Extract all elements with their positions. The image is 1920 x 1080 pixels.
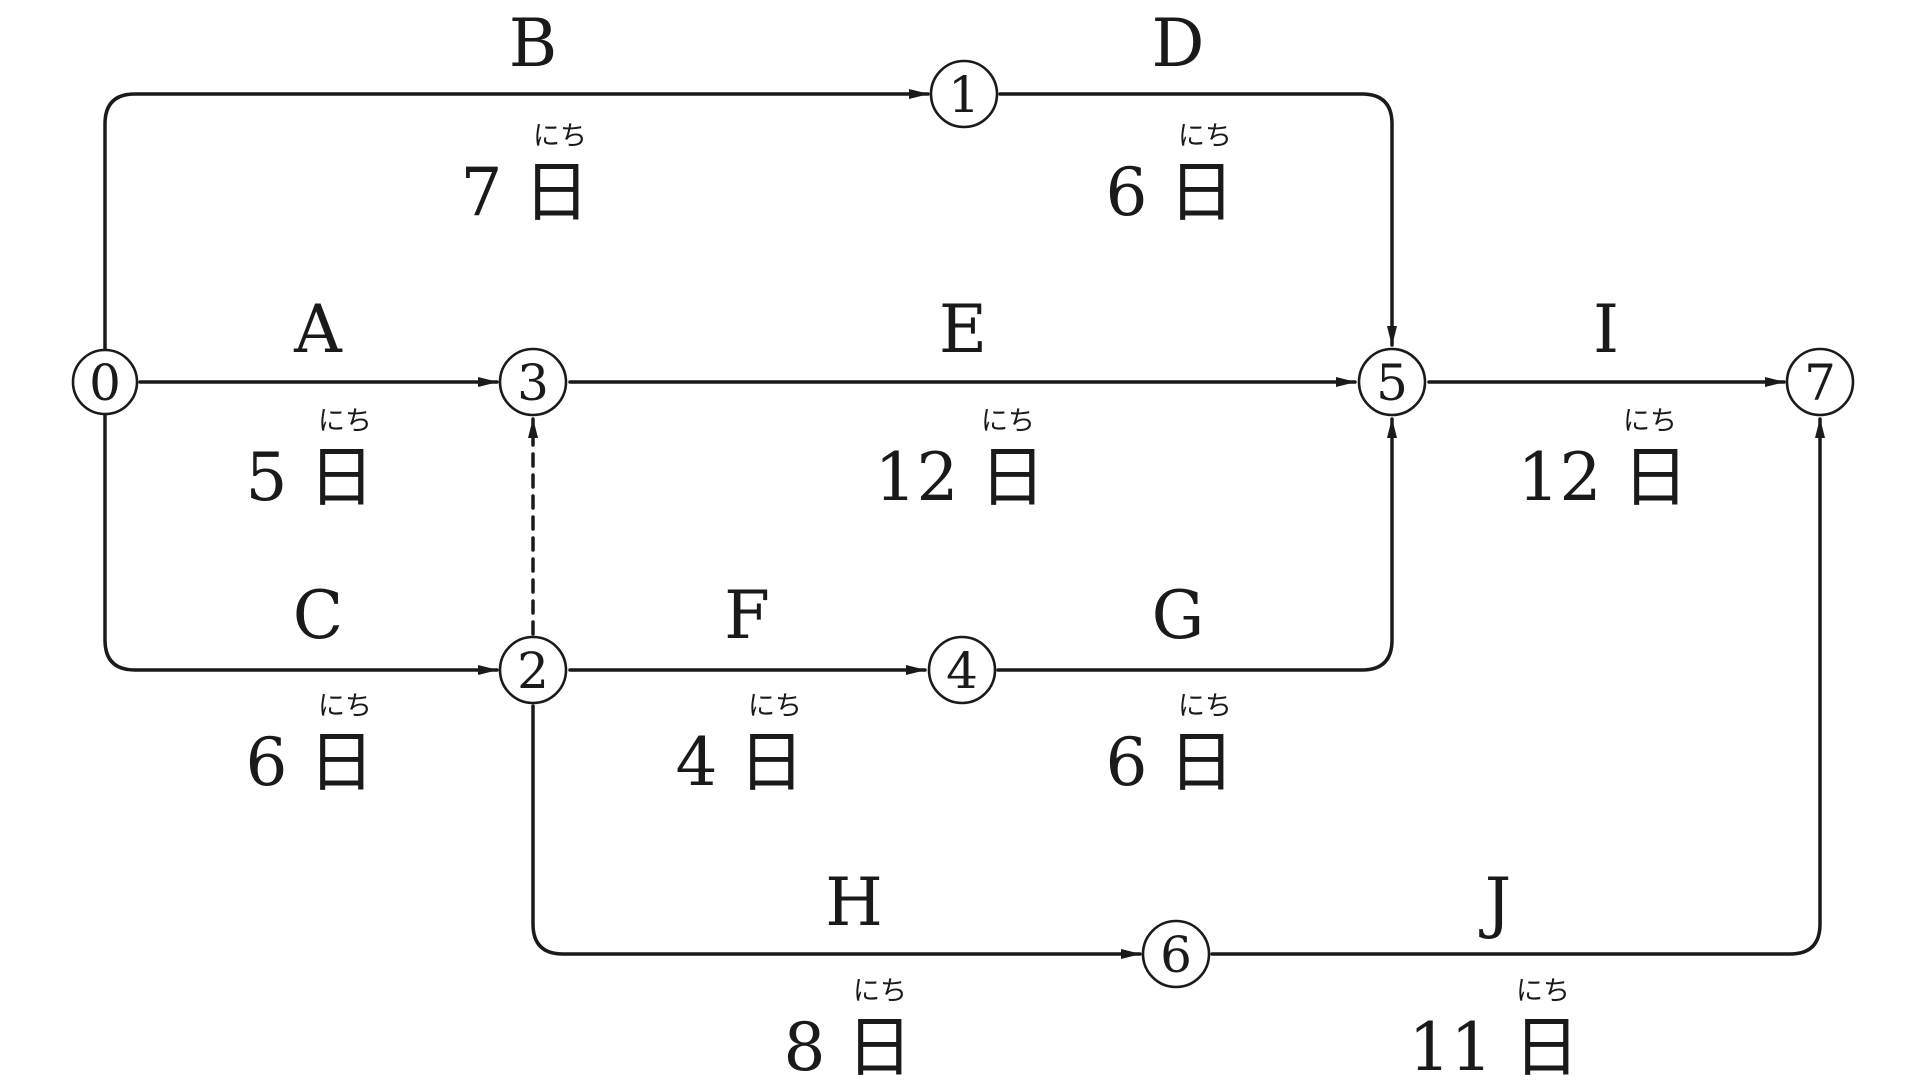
nodes: 0 1 2 3 4 5 6 7 — [71, 59, 1855, 989]
activity-duration-E: 12 日 — [875, 439, 1046, 516]
activity-duration-C: 6 日 — [246, 724, 375, 801]
activity-duration-H: 8 日 — [784, 1009, 913, 1080]
node-label: 5 — [1376, 354, 1408, 412]
activity-ruby-F: にち — [748, 691, 802, 722]
activity-ruby-A: にち — [318, 406, 372, 437]
activity-ruby-H: にち — [853, 976, 907, 1007]
activity-letter-D: D — [1152, 5, 1205, 82]
activity-labels: A にち 5 日 B にち 7 日 C にち 6 日 D にち 6 日 E にち… — [246, 5, 1689, 1080]
edge-J — [1210, 417, 1825, 956]
node-0: 0 — [71, 348, 139, 416]
activity-letter-H: H — [825, 864, 883, 941]
node-5: 5 — [1357, 347, 1427, 417]
node-label: 7 — [1804, 354, 1836, 412]
edge-C — [103, 410, 499, 675]
activity-duration-I: 12 日 — [1518, 439, 1689, 516]
node-label: 4 — [946, 642, 978, 700]
activity-ruby-D: にち — [1178, 121, 1232, 152]
node-label: 3 — [517, 354, 549, 412]
activity-letter-G: G — [1152, 577, 1205, 654]
node-1: 1 — [929, 59, 999, 129]
activity-duration-G: 6 日 — [1106, 724, 1235, 801]
node-label: 1 — [948, 66, 980, 124]
activity-duration-A: 5 日 — [246, 439, 375, 516]
activity-letter-A: A — [293, 291, 343, 368]
activity-duration-J: 11 日 — [1409, 1009, 1580, 1080]
activity-ruby-J: にち — [1516, 976, 1570, 1007]
node-3: 3 — [498, 347, 568, 417]
node-4: 4 — [927, 635, 997, 705]
activity-duration-B: 7 日 — [461, 154, 590, 231]
activity-letter-I: I — [1593, 291, 1619, 368]
node-2: 2 — [498, 635, 568, 705]
activity-duration-D: 6 日 — [1106, 154, 1235, 231]
activity-letter-E: E — [939, 291, 987, 368]
activity-ruby-G: にち — [1178, 691, 1232, 722]
edges — [103, 89, 1825, 959]
edge-H — [531, 704, 1142, 959]
activity-letter-B: B — [509, 5, 558, 82]
activity-ruby-B: にち — [533, 121, 587, 152]
node-label: 0 — [89, 354, 121, 412]
node-label: 2 — [517, 642, 549, 700]
node-7: 7 — [1785, 347, 1855, 417]
activity-letter-F: F — [724, 577, 770, 654]
activity-ruby-I: にち — [1623, 406, 1677, 437]
activity-letter-J: J — [1479, 864, 1511, 941]
edge-G — [996, 417, 1397, 672]
activity-duration-F: 4 日 — [676, 724, 805, 801]
activity-ruby-E: にち — [981, 406, 1035, 437]
node-label: 6 — [1160, 926, 1192, 984]
edge-B — [103, 89, 930, 354]
node-6: 6 — [1141, 919, 1211, 989]
edge-D — [998, 92, 1397, 347]
activity-ruby-C: にち — [318, 691, 372, 722]
activity-letter-C: C — [293, 577, 344, 654]
